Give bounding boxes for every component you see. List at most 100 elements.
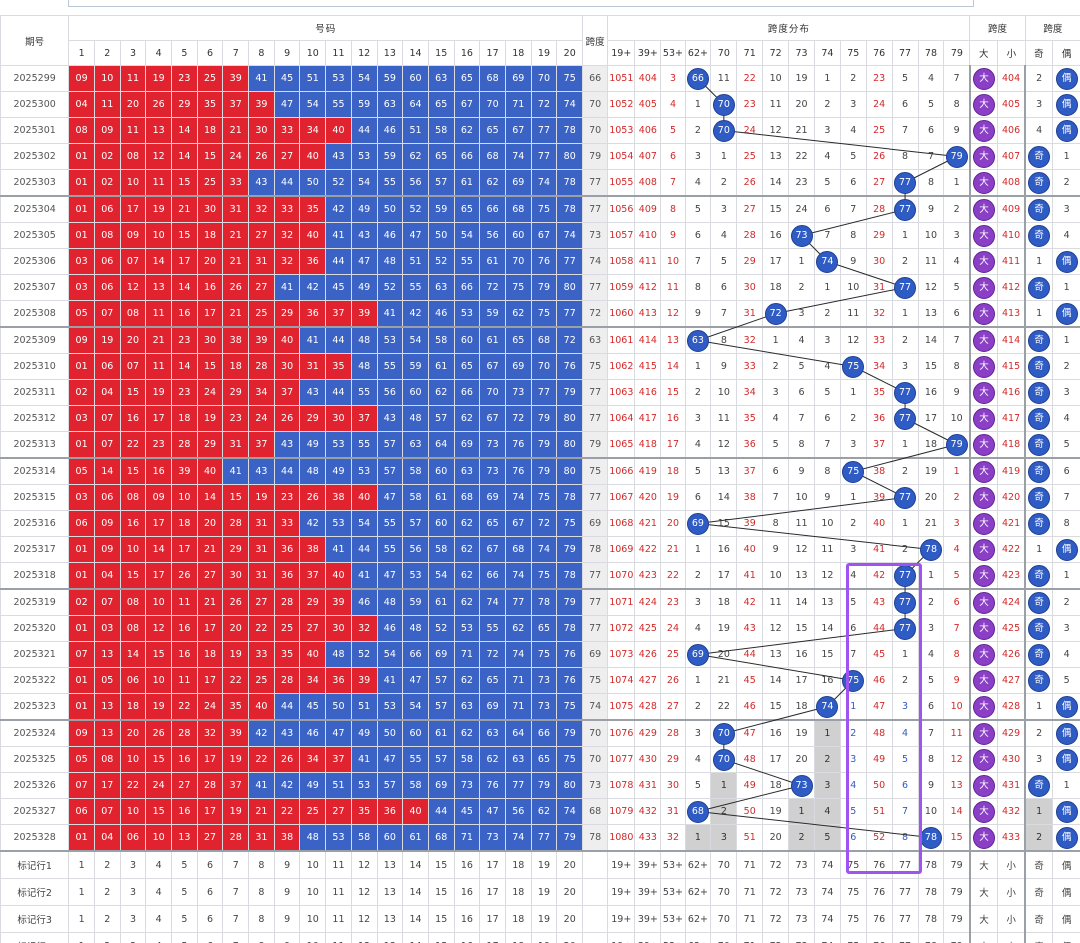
dist-cell: 1071 — [607, 588, 636, 616]
number-cell: 29 — [196, 431, 224, 459]
span-marker-ball: 69 — [686, 643, 709, 666]
number-cell: 19 — [222, 798, 250, 825]
marker-num-cell: 14 — [402, 850, 429, 879]
dist-cell: 51 — [736, 824, 764, 852]
dist-cell: 15 — [943, 824, 971, 852]
odd-even-cell: 1 — [1052, 143, 1080, 170]
number-cell: 37 — [350, 405, 378, 432]
dist-cell: 7 — [813, 431, 841, 459]
number-cell: 69 — [427, 772, 455, 799]
odd-even-cell: 偶 — [1052, 798, 1080, 825]
dist-cell: 43 — [865, 588, 893, 616]
number-cell: 17 — [93, 772, 121, 799]
issue-number: 2025300 — [0, 91, 70, 118]
span-value: 77 — [582, 195, 609, 223]
dist-cell: 1065 — [607, 431, 636, 459]
marker-dist-cell: 78 — [917, 905, 945, 933]
dist-cell: 18 — [710, 588, 738, 616]
number-cell: 68 — [479, 143, 506, 170]
number-cell: 30 — [222, 562, 250, 590]
number-cell: 19 — [145, 379, 172, 406]
dist-cell: 77 — [891, 379, 919, 406]
number-cell: 28 — [222, 824, 250, 852]
number-cell: 67 — [479, 405, 506, 432]
number-cell: 21 — [145, 326, 172, 354]
dist-cell: 3 — [813, 772, 841, 799]
dist-cell: 1070 — [607, 562, 636, 590]
marker-dist-cell: 39+ — [634, 850, 662, 879]
span-value: 77 — [582, 379, 609, 406]
big-marker-ball: 大 — [972, 486, 995, 509]
dist-cell: 2 — [891, 536, 919, 563]
marker-num-cell: 5 — [171, 850, 198, 879]
number-cell: 77 — [530, 143, 558, 170]
number-cell: 56 — [402, 536, 429, 563]
number-cell: 09 — [93, 536, 121, 563]
number-cell: 35 — [196, 91, 224, 118]
number-cell: 47 — [479, 798, 506, 825]
dist-cell: 5 — [788, 353, 815, 380]
number-cell: 48 — [376, 248, 404, 275]
number-cell: 16 — [171, 746, 198, 773]
number-cell: 79 — [556, 588, 584, 616]
big-small-cell: 432 — [997, 798, 1026, 825]
number-cell: 34 — [248, 379, 275, 406]
dist-cell: 2 — [839, 719, 867, 747]
dist-cell: 1073 — [607, 641, 636, 668]
big-small-cell: 大 — [968, 667, 999, 694]
dist-cell: 74 — [813, 693, 841, 721]
number-cell: 06 — [119, 667, 147, 694]
odd-even-cell: 4 — [1052, 222, 1080, 249]
number-cell: 74 — [530, 169, 558, 197]
number-cell: 17 — [119, 195, 147, 223]
number-cell: 11 — [119, 65, 147, 92]
dist-cell: 11 — [762, 588, 790, 616]
big-marker-ball: 大 — [972, 119, 995, 142]
dist-cell: 2 — [891, 326, 919, 354]
issue-number: 2025325 — [0, 746, 70, 773]
number-cell: 26 — [273, 405, 301, 432]
dist-cell: 4 — [684, 615, 712, 642]
number-cell: 16 — [119, 405, 147, 432]
number-cell: 14 — [119, 641, 147, 668]
number-cell: 44 — [350, 117, 378, 144]
span-marker-ball: 79 — [945, 145, 968, 168]
dist-cell: 48 — [865, 719, 893, 747]
number-cell: 72 — [504, 405, 532, 432]
big-small-cell: 大 — [968, 300, 999, 328]
dist-cell: 35 — [865, 379, 893, 406]
number-cell: 72 — [530, 91, 558, 118]
issue-number: 2025322 — [0, 667, 70, 694]
marker-dist-cell: 53+ — [660, 878, 686, 906]
dist-cell: 13 — [710, 457, 738, 485]
number-cell: 68 — [427, 824, 455, 852]
number-cell: 60 — [453, 326, 481, 354]
number-cell: 47 — [273, 91, 301, 118]
odd-even-cell: 奇 — [1024, 484, 1054, 511]
number-cell: 71 — [504, 91, 532, 118]
marker-dist-cell: 75 — [839, 932, 867, 943]
span-value: 75 — [582, 457, 609, 485]
span-value: 70 — [582, 719, 609, 747]
dist-cell: 6 — [839, 824, 867, 852]
dist-cell: 4 — [839, 772, 867, 799]
number-cell: 01 — [68, 824, 95, 852]
number-cell: 18 — [222, 353, 250, 380]
marker-num-cell: 20 — [556, 905, 584, 933]
dist-cell: 6 — [684, 222, 712, 249]
dist-cell: 2 — [684, 379, 712, 406]
marker-span-cell — [582, 878, 609, 906]
number-cell: 74 — [530, 536, 558, 563]
dist-cell: 36 — [736, 431, 764, 459]
number-cell: 01 — [68, 143, 95, 170]
number-cell: 10 — [119, 798, 147, 825]
dist-cell: 10 — [710, 379, 738, 406]
dist-cell: 70 — [710, 746, 738, 773]
header-dist-col: 77 — [891, 40, 919, 66]
header-num-col: 3 — [119, 40, 147, 66]
number-cell: 79 — [556, 536, 584, 563]
number-cell: 08 — [93, 746, 121, 773]
